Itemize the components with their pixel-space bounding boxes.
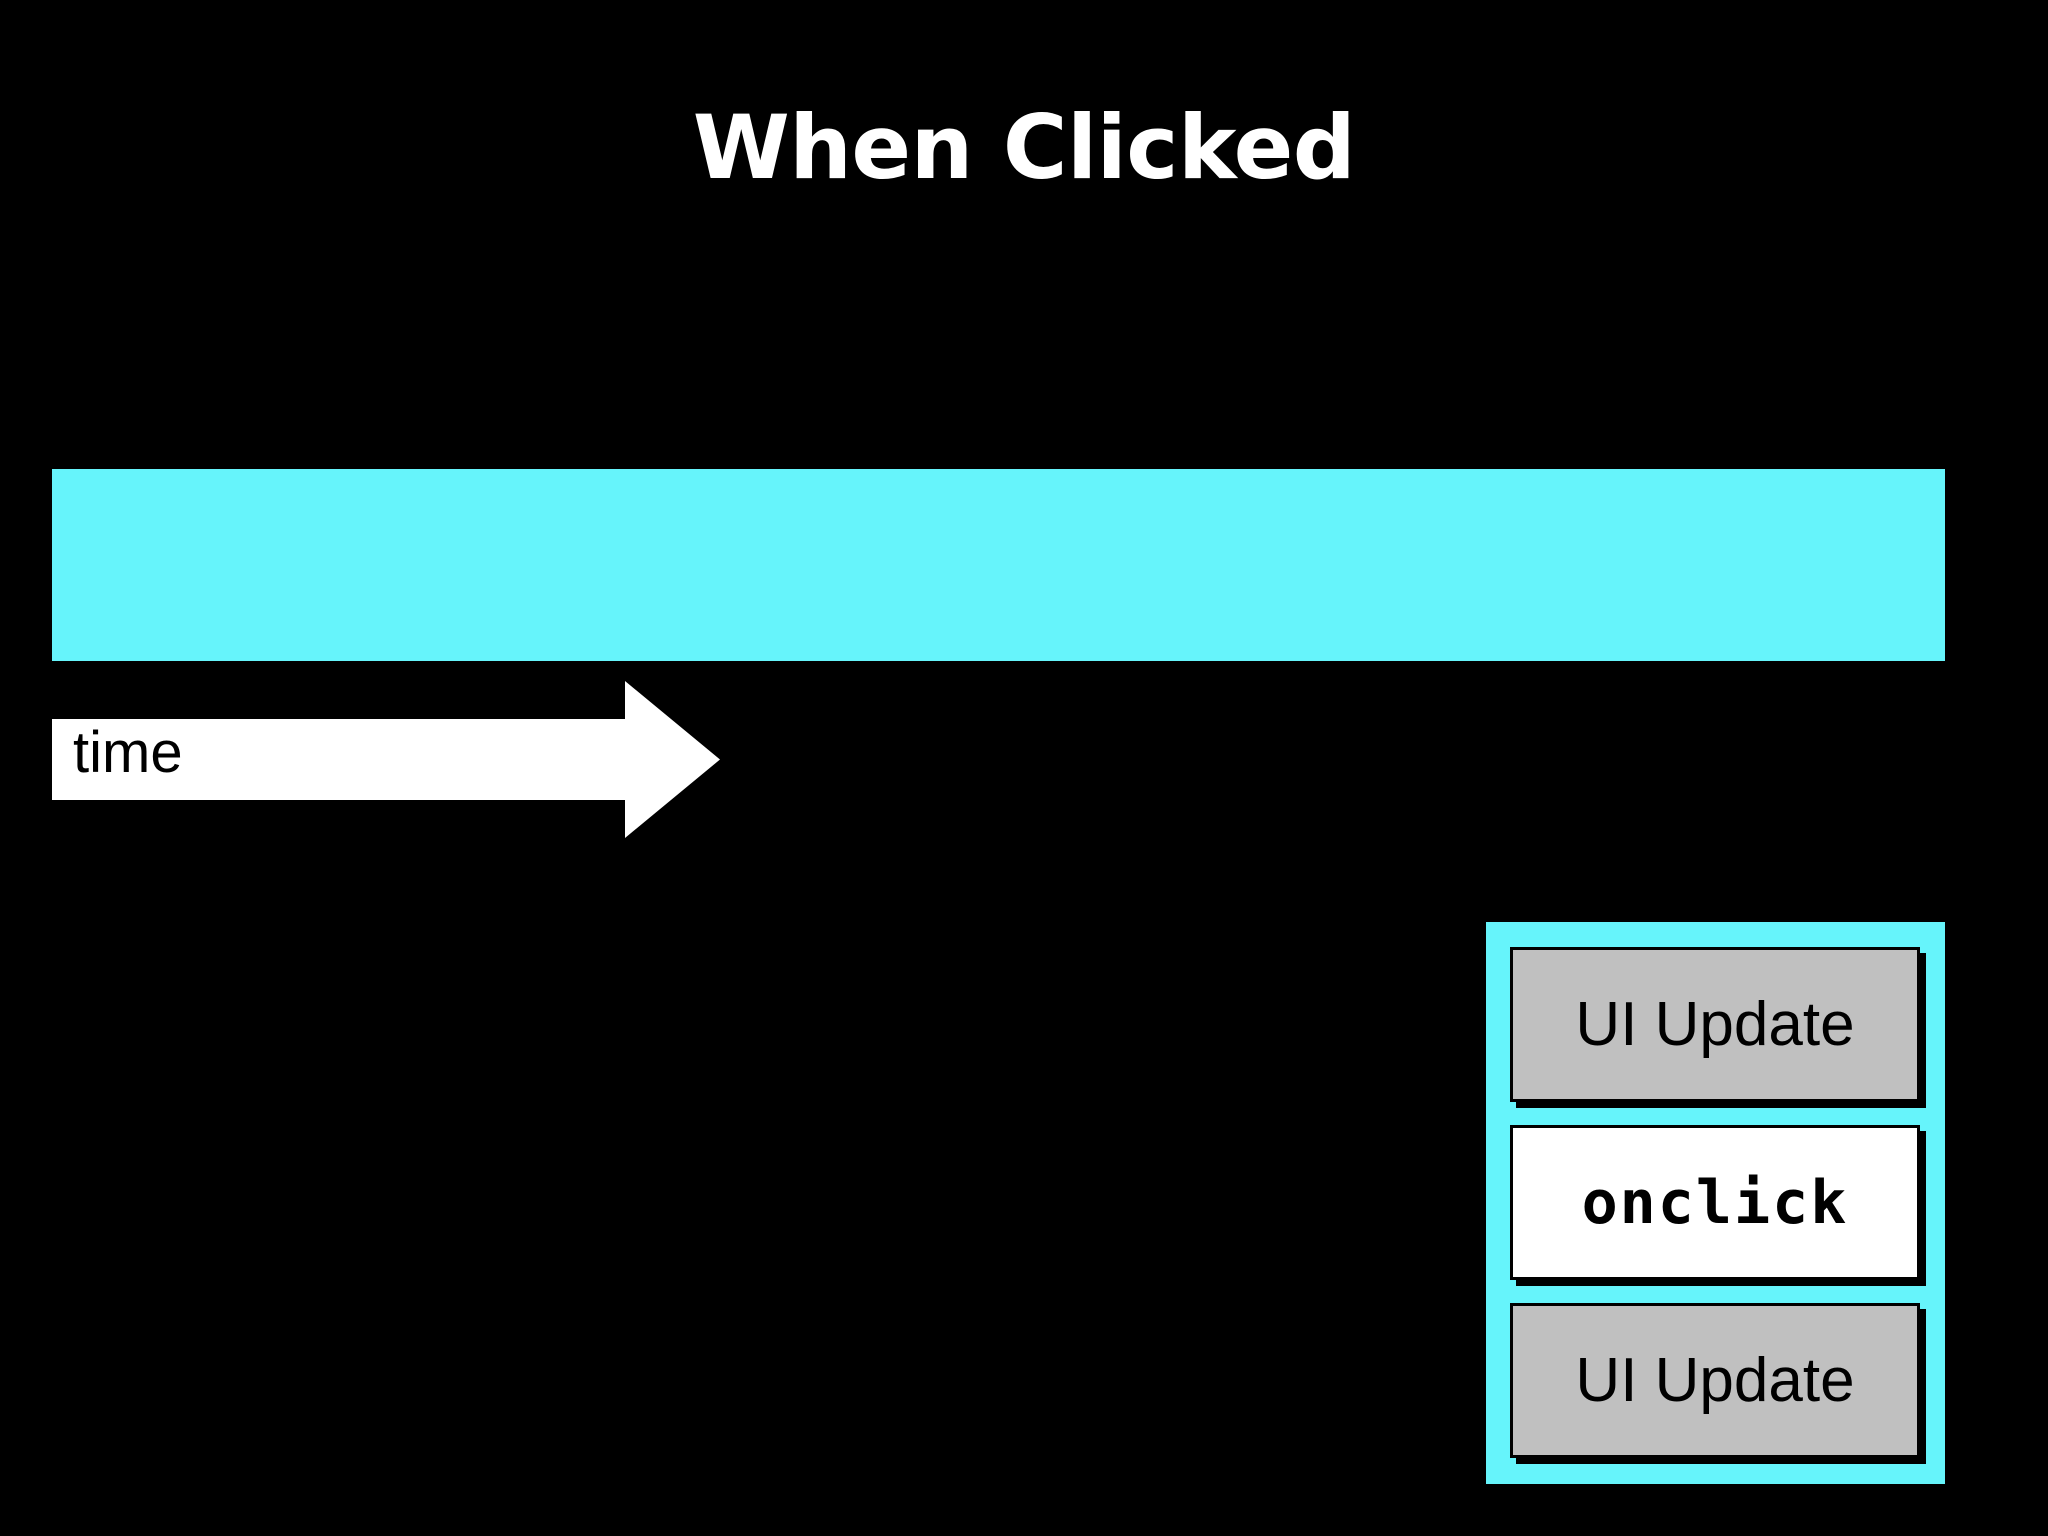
arrow-shape [52, 681, 720, 838]
page-title: When Clicked [692, 96, 1356, 199]
time-axis-label: time [73, 720, 183, 785]
timeline-bar [52, 469, 1945, 661]
ui-update-box-bottom: UI Update [1510, 1303, 1920, 1458]
onclick-label: onclick [1581, 1167, 1849, 1238]
time-axis-arrow: time [52, 681, 720, 838]
event-queue-stack: UI Update onclick UI Update [1486, 922, 1945, 1484]
onclick-handler-box: onclick [1510, 1125, 1920, 1280]
ui-update-label: UI Update [1575, 989, 1855, 1059]
ui-update-label: UI Update [1575, 1345, 1855, 1415]
ui-update-box-top: UI Update [1510, 947, 1920, 1102]
